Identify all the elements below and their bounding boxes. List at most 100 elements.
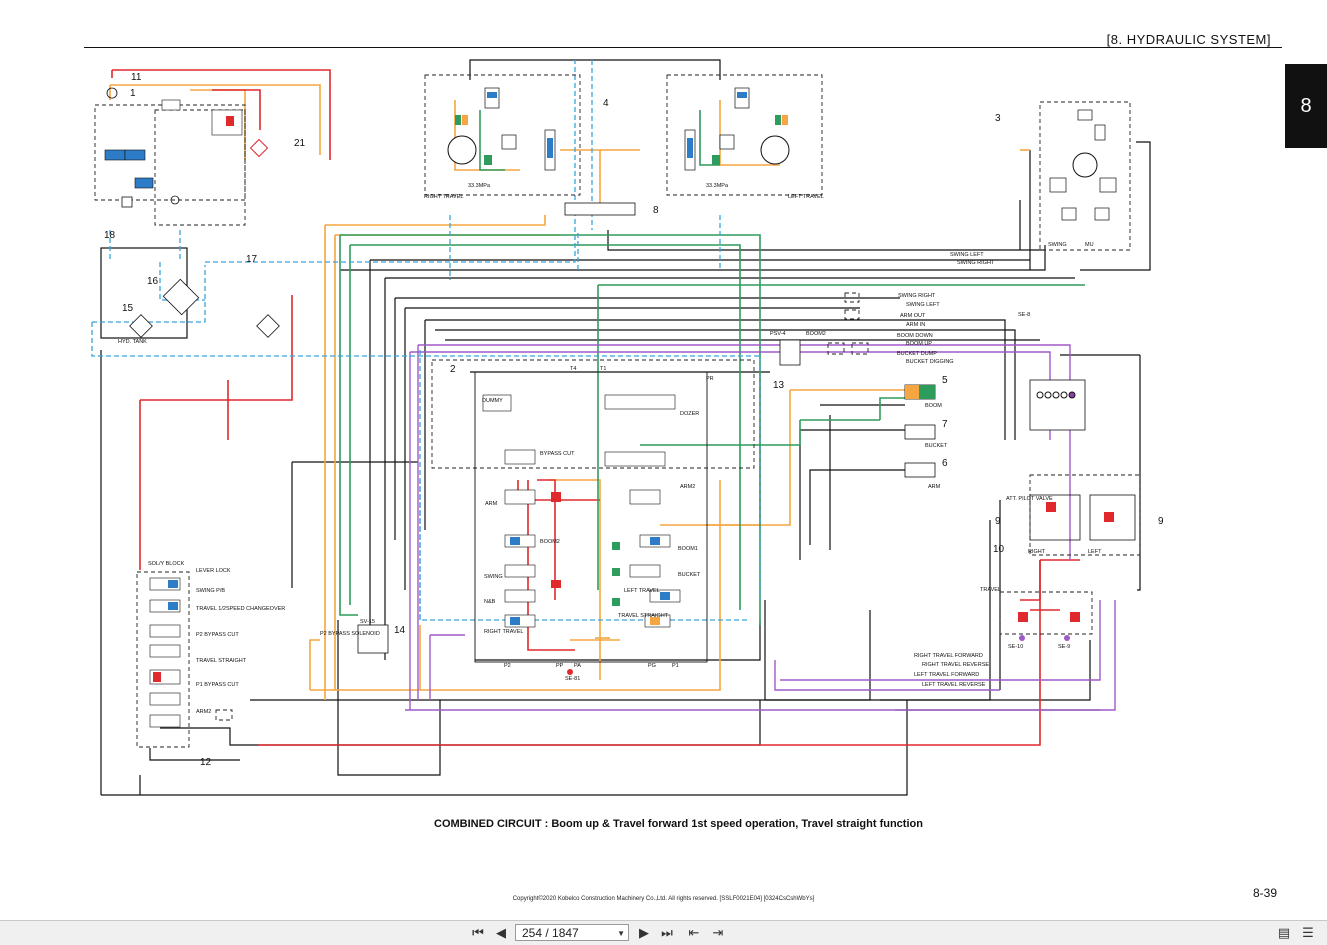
callout-12: 12 <box>200 757 212 768</box>
hydraulic-circuit-diagram: 11 1 21 18 17 16 15 4 8 3 2 13 5 7 6 9 9… <box>91 59 1164 796</box>
callout-17: 17 <box>246 254 258 265</box>
label-t1: T1 <box>600 366 606 372</box>
callout-13: 13 <box>773 380 785 391</box>
label-right-travel: RIGHT TRAVEL <box>424 194 463 200</box>
component-labels: HYD. TANK RIGHT TRAVEL LEFT TRAVEL 33.3M… <box>118 183 1102 715</box>
next-page-icon[interactable]: ▶ <box>639 925 649 941</box>
label-se81: SE-81 <box>565 676 580 682</box>
callout-10: 10 <box>993 544 1005 555</box>
callout-6: 6 <box>942 458 948 469</box>
label-swing-pb: SWING P/B <box>196 588 225 594</box>
label-bypass-cut: BYPASS CUT <box>540 451 575 457</box>
callout-2: 2 <box>450 364 456 375</box>
label-cv-bucket: BUCKET <box>678 572 701 578</box>
callouts: 11 1 21 18 17 16 15 4 8 3 2 13 5 7 6 9 9… <box>104 72 1164 768</box>
previous-page-icon[interactable]: ◀ <box>496 925 506 941</box>
continuous-view-icon[interactable]: ☰ <box>1302 925 1314 941</box>
black-lines <box>100 59 1151 796</box>
label-se10: SE-10 <box>1008 644 1023 650</box>
blue-dashed-lines <box>91 60 761 621</box>
label-hyd-tank: HYD. TANK <box>118 339 147 345</box>
label-dozer: DOZER <box>680 411 699 417</box>
label-cv-nb: N&B <box>484 599 496 605</box>
callout-21: 21 <box>294 138 306 149</box>
page-number: 8-39 <box>1252 886 1277 900</box>
label-sol-block: SOL/Y BLOCK <box>148 561 185 567</box>
label-arm: ARM <box>928 484 941 490</box>
go-back-icon[interactable]: ⇤ <box>688 925 700 941</box>
label-pressure-r: 33.3MPa <box>468 183 491 189</box>
callout-18: 18 <box>104 230 116 241</box>
chevron-down-icon[interactable]: ▼ <box>617 929 625 938</box>
label-t4: T4 <box>570 366 576 372</box>
callout-8: 8 <box>653 205 659 216</box>
label-p1-bypass-cut: P1 BYPASS CUT <box>196 682 239 688</box>
label-pressure-l: 33.3MPa <box>706 183 729 189</box>
callout-5: 5 <box>942 375 948 386</box>
callout-16: 16 <box>147 276 159 287</box>
section-header: [8. HYDRAULIC SYSTEM] <box>1106 32 1271 47</box>
label-cv-travel-straight: TRAVEL STRAIGHT <box>618 613 669 619</box>
components <box>104 87 1136 728</box>
label-cv-boom2: BOOM2 <box>540 539 560 545</box>
label-p2-bypass-solenoid: P2 BYPASS SOLENOID <box>320 631 380 637</box>
callout-3: 3 <box>995 113 1001 124</box>
label-pr: PR <box>706 376 714 382</box>
callout-14: 14 <box>394 625 406 636</box>
label-cv-right-travel: RIGHT TRAVEL <box>484 629 523 635</box>
callout-9-left: 9 <box>995 516 1001 527</box>
copyright-notice: Copyright©2020 Kobelco Construction Mach… <box>512 896 815 902</box>
label-swing-right-top: SWING RIGHT <box>957 260 995 266</box>
pdf-toolbar: ⏮ ◀ 254 / 1847 ▼ ▶ ⏭ ⇤ ⇥ ▤ ☰ <box>0 920 1327 945</box>
callout-11: 11 <box>131 72 142 83</box>
label-lever-lock: LEVER LOCK <box>196 568 231 574</box>
label-right-travel-forward: RIGHT TRAVEL FORWARD <box>914 653 983 659</box>
label-p1: P1 <box>672 663 679 669</box>
label-pa: PA <box>574 663 581 669</box>
callout-15: 15 <box>122 303 134 314</box>
label-swing-left-top: SWING LEFT <box>950 252 984 258</box>
label-cv-arm: ARM <box>485 501 498 507</box>
label-boom: BOOM <box>925 403 942 409</box>
callout-9-right: 9 <box>1158 516 1164 527</box>
label-cv-boom1: BOOM1 <box>678 546 698 552</box>
label-swing-motor: SWING <box>1048 242 1067 248</box>
last-page-icon[interactable]: ⏭ <box>661 925 673 941</box>
label-arm-out: ARM OUT <box>900 313 926 319</box>
label-bucket: BUCKET <box>925 443 948 449</box>
label-bucket-digging: BUCKET DIGGING <box>906 359 954 365</box>
label-arm2: ARM2 <box>196 709 211 715</box>
label-arm-in: ARM IN <box>906 322 925 328</box>
label-p2: P2 <box>504 663 511 669</box>
label-left-travel-forward: LEFT TRAVEL FORWARD <box>914 672 979 678</box>
label-travel-straight: TRAVEL STRAIGHT <box>196 658 247 664</box>
label-left-travel: LEFT TRAVEL <box>788 194 824 200</box>
callout-4: 4 <box>603 98 609 109</box>
label-psv4: PSV-4 <box>770 331 786 337</box>
label-se8: SE-8 <box>1018 312 1030 318</box>
label-right-travel-reverse: RIGHT TRAVEL REVERSE <box>922 662 989 668</box>
label-boom2: BOOM2 <box>806 331 826 337</box>
first-page-icon[interactable]: ⏮ <box>472 925 484 941</box>
label-se9: SE-9 <box>1058 644 1070 650</box>
label-pp: PP <box>556 663 564 669</box>
label-boom-down: BOOM DOWN <box>897 333 933 339</box>
chapter-tab: 8 <box>1285 64 1327 148</box>
page-number-input[interactable]: 254 / 1847 ▼ <box>515 924 629 941</box>
label-p2-bypass-cut: P2 BYPASS CUT <box>196 632 239 638</box>
single-page-view-icon[interactable]: ▤ <box>1277 925 1291 941</box>
label-bucket-dump: BUCKET DUMP <box>897 351 937 357</box>
label-sv15: SV-15 <box>360 619 375 625</box>
label-swing-right: SWING RIGHT <box>898 293 936 299</box>
go-forward-icon[interactable]: ⇥ <box>712 925 724 941</box>
callout-1: 1 <box>130 88 136 99</box>
document-page: [8. HYDRAULIC SYSTEM] 8 <box>84 32 1327 902</box>
header-rule <box>84 47 1282 48</box>
label-dummy: DUMMY <box>482 398 503 404</box>
dashed-frames <box>94 74 1141 748</box>
label-right: RIGHT <box>1028 549 1046 555</box>
label-cv-arm2: ARM2 <box>680 484 695 490</box>
label-att-pilot-valve: ATT. PILOT VALVE <box>1006 496 1053 502</box>
page-number-value: 254 / 1847 <box>522 926 579 940</box>
label-swing-left: SWING LEFT <box>906 302 940 308</box>
